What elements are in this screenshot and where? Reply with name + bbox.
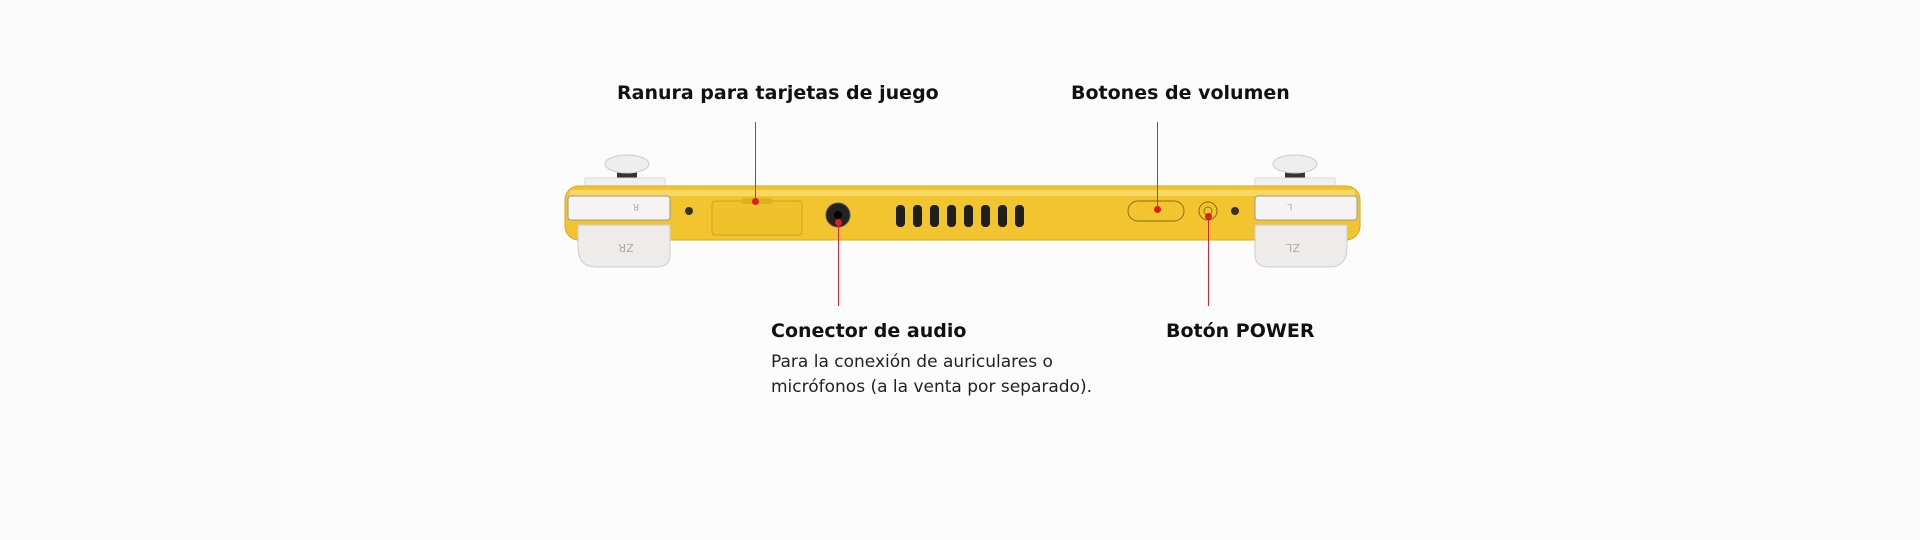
audio-jack-description-line2: micrófonos (a la venta por separado). [771,377,1092,397]
power-marker [1205,213,1212,220]
card-slot-leader-line [755,122,756,202]
power-button-label: Botón POWER [1166,320,1315,342]
background-panel [280,0,1640,540]
volume-buttons-label: Botones de volumen [1071,82,1290,104]
card-slot-marker [752,198,759,205]
zl-trigger: ZL [1254,224,1348,268]
audio-marker [835,219,842,226]
volume-marker [1154,206,1161,213]
svg-text:R: R [633,201,639,211]
power-leader-line [1208,216,1209,306]
audio-jack-description: Para la conexión de auriculares o micróf… [771,350,1092,400]
audio-jack-description-line1: Para la conexión de auriculares o [771,352,1053,372]
game-card-slot[interactable] [711,200,803,236]
svg-text:ZL: ZL [1285,241,1300,254]
game-card-slot-label: Ranura para tarjetas de juego [617,82,939,104]
volume-leader-line [1157,122,1158,210]
svg-text:L: L [1287,201,1292,211]
l-bumper: L [1254,195,1358,221]
audio-jack-label: Conector de audio [771,320,967,342]
zr-trigger: ZR [577,224,671,268]
vents [896,205,1024,227]
svg-text:ZR: ZR [618,241,634,254]
r-bumper: R [567,195,671,221]
audio-leader-line [838,222,839,306]
